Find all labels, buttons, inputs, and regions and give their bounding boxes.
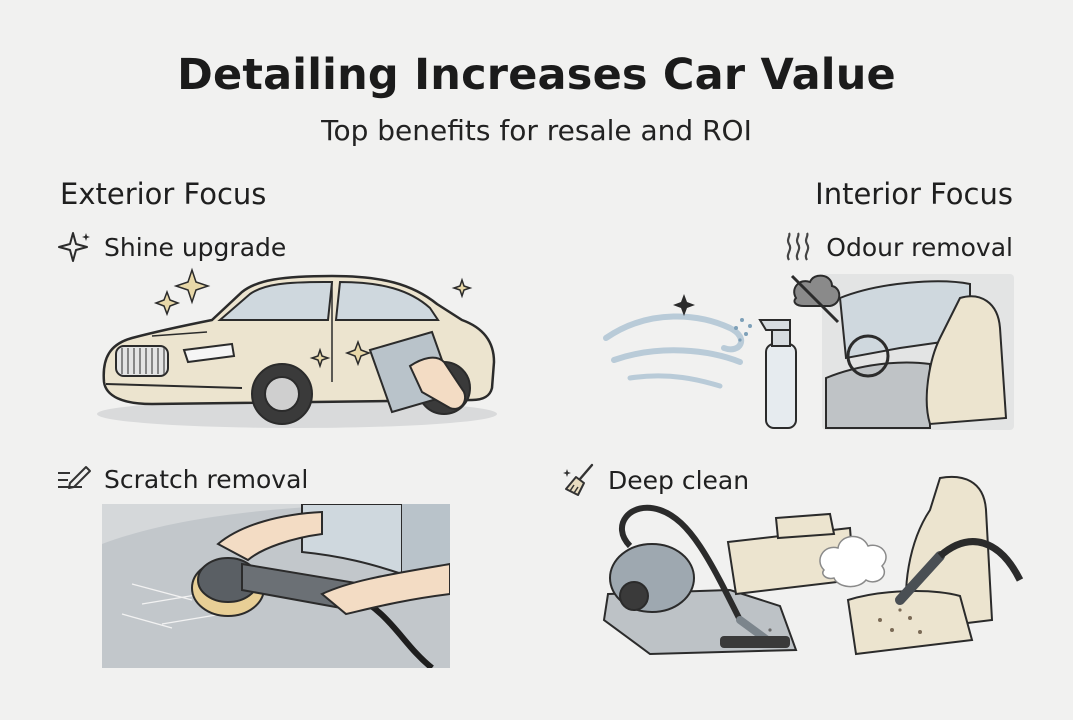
odour-removal-label: Odour removal <box>784 230 1013 264</box>
scratch-removal-label: Scratch removal <box>56 463 308 495</box>
steam-waves-icon <box>787 232 810 261</box>
interior-heading: Interior Focus <box>815 177 1013 211</box>
deep-clean-text: Deep clean <box>608 465 750 495</box>
scratch-removal-text: Scratch removal <box>104 464 309 494</box>
page-subtitle: Top benefits for resale and ROI <box>321 114 752 147</box>
shine-upgrade-text: Shine upgrade <box>104 232 287 262</box>
exterior-heading: Exterior Focus <box>60 177 267 211</box>
pen-lines-icon <box>58 466 91 489</box>
page-title: Detailing Increases Car Value <box>177 50 896 100</box>
sparkle-icon <box>58 232 90 262</box>
odour-removal-text: Odour removal <box>826 232 1013 262</box>
deep-clean-illustration <box>602 475 1024 656</box>
odour-removal-illustration <box>603 274 1014 430</box>
shiny-car-illustration <box>97 267 497 428</box>
shine-upgrade-label: Shine upgrade <box>58 230 286 264</box>
broom-icon <box>563 463 594 496</box>
deep-clean-label: Deep clean <box>562 463 749 497</box>
scratch-removal-illustration <box>102 504 450 668</box>
